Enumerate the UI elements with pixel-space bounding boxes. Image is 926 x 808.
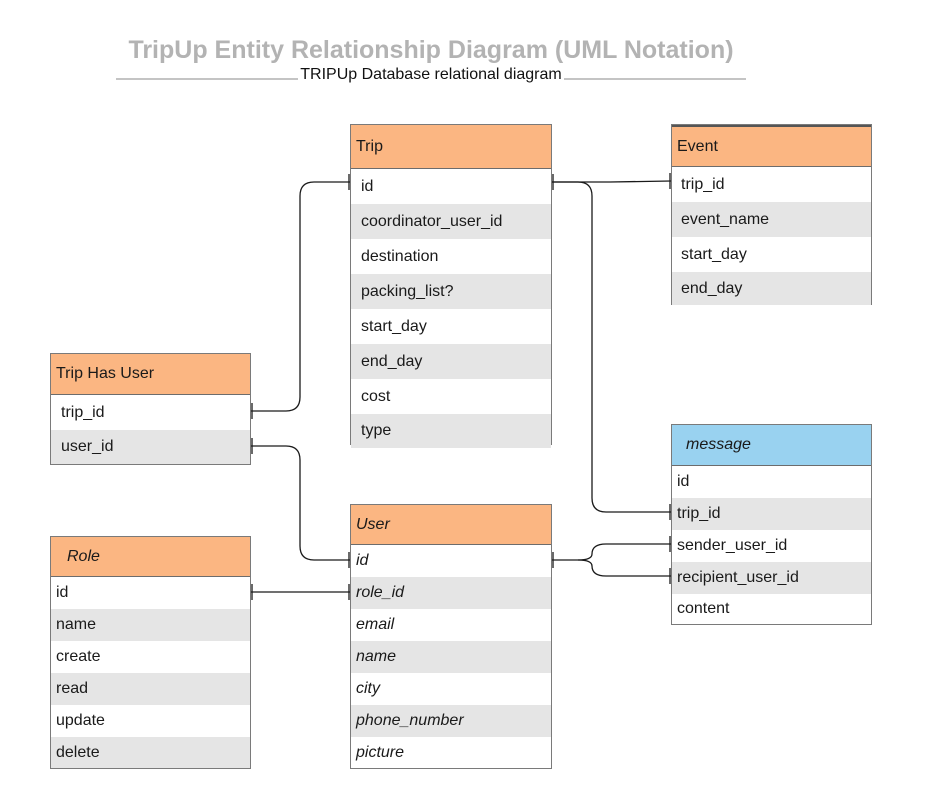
message-field-id: id — [677, 473, 690, 490]
trip-field-start-day: start_day — [361, 317, 427, 335]
role-field-update: update — [56, 712, 105, 729]
entity-user[interactable]: User id role_id email name city phone_nu… — [350, 504, 552, 769]
user-field-id: id — [356, 552, 369, 569]
entity-role-header: Role — [51, 537, 250, 577]
entity-trip-has-user-header: Trip Has User — [51, 354, 250, 395]
trip-field-coordinator-user-id: coordinator_user_id — [351, 204, 551, 239]
connector-user-message-sender — [552, 543, 671, 561]
trip-field-packing-list: packing_list? — [351, 274, 551, 309]
role-field-delete: delete — [51, 737, 250, 768]
user-field-picture: picture — [356, 743, 405, 761]
role-field-name: name — [51, 609, 250, 641]
event-field-event-name: event_name — [672, 202, 871, 237]
entity-message[interactable]: message id trip_id sender_user_id recipi… — [671, 424, 872, 625]
connector-tripuser-user — [251, 445, 350, 561]
trip-has-user-field-user-id: user_id — [51, 430, 250, 464]
entity-trip-has-user[interactable]: Trip Has User trip_id user_id — [50, 353, 251, 465]
event-field-trip-id: trip_id — [681, 175, 725, 193]
trip-field-destination: destination — [361, 247, 439, 265]
entity-message-header: message — [672, 425, 871, 466]
entity-event-header: Event — [672, 125, 871, 167]
entity-event[interactable]: Event trip_id event_name start_day end_d… — [671, 124, 872, 305]
connector-tripuser-trip — [251, 181, 350, 412]
trip-has-user-field-trip-id: trip_id — [61, 403, 105, 421]
connector-trip-message — [552, 181, 671, 513]
user-field-phone-number: phone_number — [351, 705, 551, 737]
user-field-name: name — [351, 641, 551, 673]
role-field-read: read — [51, 673, 250, 705]
event-field-start-day: start_day — [681, 245, 747, 263]
message-field-trip-id: trip_id — [672, 498, 871, 530]
user-field-email: email — [356, 616, 395, 633]
entity-user-header: User — [351, 505, 551, 545]
message-field-recipient-user-id: recipient_user_id — [672, 562, 871, 594]
entity-trip-header: Trip — [351, 125, 551, 169]
diagram-title: TripUp Entity Relationship Diagram (UML … — [128, 36, 734, 64]
role-field-create: create — [56, 648, 101, 665]
connector-user-message-recipient — [577, 559, 671, 577]
user-field-role-id: role_id — [351, 577, 551, 609]
role-field-id: id — [56, 584, 69, 601]
entity-trip[interactable]: Trip id coordinator_user_id destination … — [350, 124, 552, 448]
user-field-city: city — [356, 680, 380, 697]
event-field-end-day: end_day — [672, 272, 871, 305]
message-field-content: content — [677, 600, 730, 617]
trip-field-id: id — [361, 177, 374, 195]
message-field-sender-user-id: sender_user_id — [677, 537, 788, 554]
diagram-subtitle: TRIPUp Database relational diagram — [298, 66, 564, 83]
trip-field-end-day: end_day — [351, 344, 551, 379]
trip-field-type: type — [351, 414, 551, 448]
entity-role[interactable]: Role id name create read update delete — [50, 536, 251, 769]
subtitle-bar: TRIPUp Database relational diagram — [116, 66, 746, 88]
trip-field-cost: cost — [361, 387, 391, 405]
